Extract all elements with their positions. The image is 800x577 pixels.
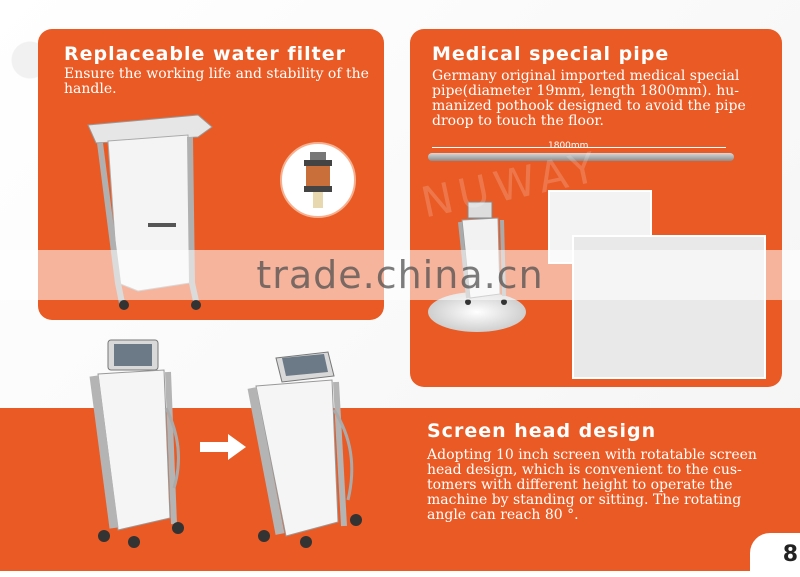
arrow-right-icon — [200, 434, 246, 460]
machine-standing-image — [89, 339, 184, 548]
screen-head-title: Screen head design — [427, 420, 657, 442]
water-filter-panel: Replaceable water filter Ensure the work… — [38, 29, 384, 320]
pipe-length-label: 1800mm — [548, 141, 589, 151]
water-filter-text: Ensure the working life and stability of… — [64, 66, 369, 97]
pipe-image — [428, 153, 734, 161]
water-filter-closeup — [280, 142, 356, 218]
page-number: 8 — [750, 533, 800, 571]
screen-head-text: Adopting 10 inch screen with rotatable s… — [427, 447, 757, 523]
measure-line — [432, 147, 726, 148]
medical-pipe-text: Germany original imported medical specia… — [432, 68, 746, 129]
medical-pipe-title: Medical special pipe — [432, 43, 670, 65]
water-filter-title: Replaceable water filter — [64, 43, 346, 65]
trade-watermark: trade.china.cn — [0, 250, 800, 300]
machine-sitting-image — [247, 351, 362, 548]
